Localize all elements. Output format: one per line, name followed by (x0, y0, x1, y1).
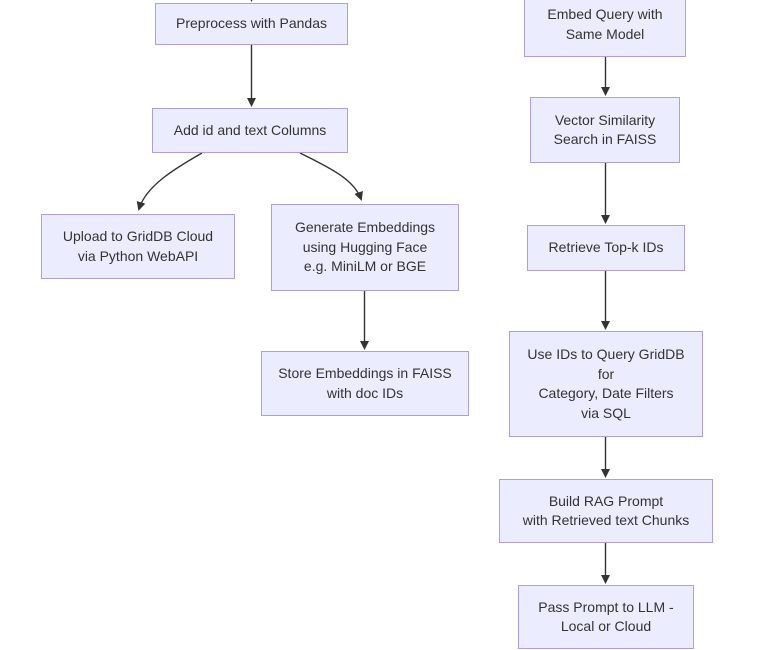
node-vector-similarity-search: Vector Similarity Search in FAISS (530, 97, 680, 163)
node-build-rag-prompt: Build RAG Prompt with Retrieved text Chu… (499, 479, 713, 543)
edge-add-columns-to-generate-embeddings (299, 152, 363, 201)
node-label-line: Build RAG Prompt (548, 492, 664, 509)
node-label-line: Local or Cloud (560, 618, 652, 634)
node-label-line: Store Embeddings in FAISS (278, 365, 452, 381)
node-upload-griddb-cloud: Upload to GridDB Cloud via Python WebAPI (41, 214, 235, 279)
node-label-line: Search in FAISS (553, 131, 657, 147)
node-retrieve-topk-ids: Retrieve Top-k IDs (527, 225, 685, 271)
node-embed-query: Embed Query with Same Model (524, 0, 686, 57)
node-label-line: e.g. MiniLM or BGE (303, 258, 427, 275)
node-label-line: with Retrieved text Chunks (522, 512, 690, 528)
node-label-line: Use IDs to Query GridDB (527, 346, 685, 362)
node-label-line: using Hugging Face (302, 238, 428, 255)
node-label-line: Same Model (565, 25, 645, 42)
node-query-griddb-filters: Use IDs to Query GridDB for Category, Da… (509, 331, 703, 437)
node-preprocess-with-pandas: Preprocess with Pandas (155, 3, 348, 45)
node-pass-prompt-llm: Pass Prompt to LLM - Local or Cloud (518, 585, 694, 649)
node-add-id-text-columns: Add id and text Columns (152, 108, 348, 153)
node-label-line: Vector Similarity (554, 111, 656, 128)
node-store-embeddings-faiss: Store Embeddings in FAISS with doc IDs (261, 351, 469, 416)
node-label-line: Generate Embeddings (294, 219, 436, 236)
node-label-line: Retrieve Top-k IDs (548, 239, 664, 256)
edge-add-columns-to-upload-griddb (136, 152, 203, 211)
node-label-line: Add id and text Columns (173, 121, 327, 138)
node-label-line: Category, Date Filters (538, 385, 674, 401)
node-label-line: via SQL (581, 404, 631, 421)
node-label-line: Upload to GridDB Cloud (62, 228, 214, 244)
node-label-line: for (597, 365, 615, 382)
node-generate-embeddings: Generate Embeddings using Hugging Face e… (271, 204, 459, 291)
node-label-line: via Python WebAPI (77, 247, 199, 264)
node-label-line: with doc IDs (326, 384, 404, 401)
node-label-line: Embed Query with (547, 6, 663, 22)
node-label-line: Pass Prompt to LLM - (538, 598, 674, 615)
node-label-line: Preprocess with Pandas (176, 15, 327, 32)
